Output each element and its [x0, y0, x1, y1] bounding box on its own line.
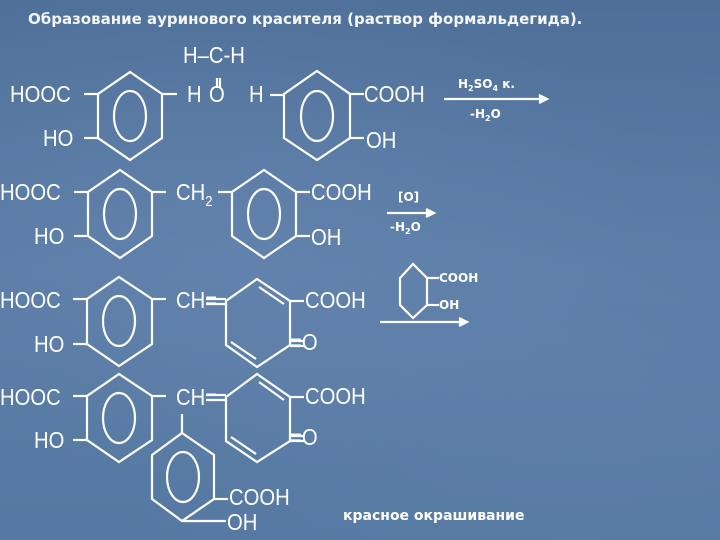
row4-bottom-cooh-label: COOH — [229, 484, 290, 510]
row4-cooh-label: COOH — [305, 383, 366, 409]
ch2-ch: CH — [176, 179, 206, 205]
reagent-sub2: 4 — [492, 84, 499, 93]
row2-hooc-label: HOOC — [0, 179, 61, 205]
water-o: O — [410, 220, 421, 234]
row4-hooc-label: HOOC — [0, 384, 61, 410]
row3-ch-label: CH= — [176, 287, 218, 313]
formaldehyde-o-label: O — [209, 81, 225, 107]
row2-cooh-label: COOH — [311, 179, 372, 205]
row2-arrow-oxidant-label: [O] — [398, 190, 420, 204]
row2-oh-label: OH — [311, 224, 342, 250]
row3-ho-label: HO — [34, 331, 65, 357]
reagent-so: SO — [473, 77, 493, 91]
row1-arrow-water-label: -H2O — [470, 108, 501, 123]
row3-keto-label: =O — [290, 329, 318, 355]
row2-right-benzene-ring — [218, 168, 310, 260]
row3-left-benzene-ring — [73, 275, 166, 368]
row1-arrow-reagent-label: H2SO4 к. — [458, 78, 515, 93]
formaldehyde-h1-label: H — [187, 81, 202, 107]
row2-ch2-label: CH2 — [176, 179, 213, 210]
water-h: -H — [470, 107, 486, 121]
row3-quinoid-ring — [206, 277, 304, 369]
row4-left-benzene-ring — [73, 372, 166, 464]
page-title: Образование ауринового красителя (раство… — [28, 10, 583, 28]
row3-fragment-ring — [398, 262, 439, 320]
row1-hooc-label: HOOC — [10, 81, 71, 107]
water-sub: 2 — [485, 114, 491, 123]
formaldehyde-top-label: H–C-H — [183, 42, 245, 68]
fragment-cooh-label: COOH — [439, 271, 479, 285]
row2-left-benzene-ring — [74, 168, 166, 260]
row2-reaction-arrow — [387, 208, 437, 218]
reagent-suffix: к. — [498, 77, 515, 91]
formaldehyde-bonds — [215, 78, 284, 97]
row1-cooh-label: COOH — [364, 81, 425, 107]
row1-oh-label: OH — [366, 127, 397, 153]
row4-ch-label: CH= — [176, 384, 218, 410]
row3-cooh-label: COOH — [305, 287, 366, 313]
reagent-h: H — [458, 77, 469, 91]
row1-left-benzene-ring — [84, 70, 177, 162]
ch2-sub: 2 — [205, 193, 213, 210]
row4-bottom-benzene-ring — [150, 414, 228, 523]
row2-arrow-water-label: -H2O — [390, 221, 421, 236]
water-o: O — [490, 107, 501, 121]
row3-reaction-arrow — [380, 317, 470, 327]
row4-ho-label: HO — [34, 427, 65, 453]
water-sub: 2 — [405, 227, 411, 236]
row1-ho-label: HO — [43, 125, 74, 151]
formaldehyde-h2-label: H — [249, 81, 264, 107]
reagent-sub1: 2 — [468, 84, 474, 93]
row3-hooc-label: HOOC — [0, 287, 61, 313]
fragment-oh-label: OH — [439, 298, 460, 312]
water-h: -H — [390, 220, 406, 234]
row1-right-benzene-ring — [282, 69, 364, 162]
row2-ho-label: HO — [34, 223, 65, 249]
row4-quinoid-ring — [206, 372, 304, 464]
result-label: красное окрашивание — [343, 508, 525, 524]
row4-keto-label: =O — [290, 424, 318, 450]
row1-reaction-arrow — [444, 94, 550, 104]
row4-bottom-oh-label: OH — [227, 509, 258, 535]
